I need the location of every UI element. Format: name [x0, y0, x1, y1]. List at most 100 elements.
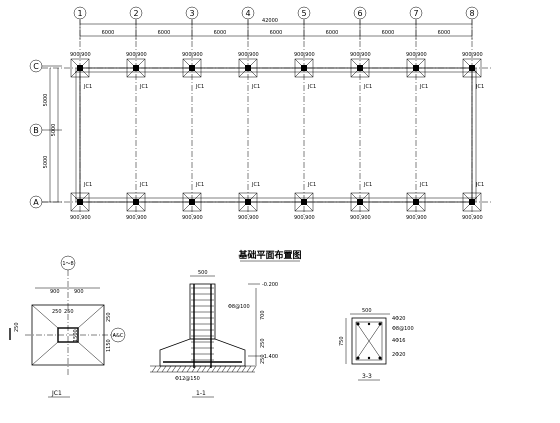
footing-jc1: JC1 900,900 — [406, 182, 428, 221]
row-axes: C B A — [29, 59, 62, 209]
bay-dim: 6000 — [270, 30, 283, 36]
s11-col-width: 500 — [198, 270, 208, 276]
s33-label: 3-3 — [362, 373, 372, 380]
footing-dims: 900,900 — [70, 52, 91, 58]
footing-jc1: JC1 900,900 — [350, 182, 372, 221]
footing-jc1: JC1 900,900 — [238, 182, 260, 221]
building-outline — [75, 67, 477, 203]
footing-dims: 900,900 — [182, 215, 203, 221]
axis-label: 5 — [301, 9, 306, 18]
footing-jc1: JC1 900,900 — [70, 182, 92, 221]
s33-note-1: 4Φ20 — [392, 316, 405, 322]
footing-dims: 900,900 — [406, 52, 427, 58]
s11-level-bottom: -1.400 — [262, 354, 278, 360]
bay-dim: 6000 — [382, 30, 395, 36]
jc1-axis-ac: A&C — [113, 333, 124, 339]
footing-dims: 900,900 — [462, 52, 483, 58]
axis-label: 3 — [189, 9, 194, 18]
axis-label: 2 — [133, 9, 138, 18]
s33-note-2: Φ8@100 — [392, 326, 414, 332]
jc1-label: JC1 — [51, 390, 62, 397]
s33-width: 500 — [362, 308, 372, 314]
footing-dims: 900,900 — [350, 52, 371, 58]
footing-jc1: JC1 900,900 — [294, 182, 316, 221]
detail-jc1: 1～8 900 900 250 250 1500 250 1150 250 A&… — [9, 255, 126, 398]
footing-tag: JC1 — [139, 84, 148, 90]
s11-label: 1-1 — [196, 390, 206, 397]
footing-dims: 900,900 — [238, 52, 259, 58]
axis-label: C — [33, 62, 39, 71]
footing-tag: JC1 — [307, 84, 316, 90]
footing-tag: JC1 — [251, 182, 260, 188]
jc1-dim-top-2: 900 — [74, 289, 84, 295]
footing-jc1: JC1 900,900 — [406, 52, 428, 90]
footing-tag: JC1 — [419, 84, 428, 90]
s33-note-3: 4Φ16 — [392, 338, 405, 344]
jc1-dim-mid-2: 250 — [64, 309, 74, 315]
footing-dims: 900,900 — [406, 215, 427, 221]
left-dimensions: 5000 5000 5000 — [43, 68, 59, 202]
footing-dims: 900,900 — [126, 215, 147, 221]
footing-jc1: JC1 900,900 — [126, 182, 148, 221]
side-dim-2: 5000 — [51, 124, 57, 137]
footing-jc1: JC1 900,900 — [238, 52, 260, 90]
footing-dims: 900,900 — [350, 215, 371, 221]
footing-tag: JC1 — [307, 182, 316, 188]
footing-tag: JC1 — [363, 84, 372, 90]
axis-label: 8 — [469, 9, 474, 18]
footing-tag: JC1 — [251, 84, 260, 90]
s11-dim-2: 250 — [260, 338, 266, 348]
footing-tag: JC1 — [83, 182, 92, 188]
side-dim-3: 5000 — [43, 156, 49, 169]
bay-dim: 6000 — [102, 30, 115, 36]
footing-tag: JC1 — [363, 182, 372, 188]
footing-dims: 900,900 — [294, 215, 315, 221]
footing-tag: JC1 — [139, 182, 148, 188]
bay-dim: 6000 — [158, 30, 171, 36]
s33-note-4: 2Φ20 — [392, 352, 405, 358]
axis-label: B — [33, 126, 39, 135]
side-dim-1: 5000 — [43, 94, 49, 107]
footing-tag: JC1 — [195, 182, 204, 188]
jc1-side-2: 250 — [14, 322, 20, 332]
footing-dims: 900,900 — [70, 215, 91, 221]
overall-dim: 42000 — [262, 18, 278, 24]
jc1-side-3: 1150 — [106, 339, 112, 352]
axis-label: 6 — [357, 9, 362, 18]
footing-jc1: JC1 900,900 — [70, 52, 92, 90]
axis-label: 4 — [245, 9, 250, 18]
footing-dims: 900,900 — [126, 52, 147, 58]
footing-jc1: JC1 900,900 — [126, 52, 148, 90]
footing-tag: JC1 — [475, 84, 484, 90]
section-3-3: 500 750 4Φ20 Φ8@100 4Φ16 2Φ20 3-3 — [339, 308, 414, 381]
plan-title: 基础平面布置图 — [237, 249, 301, 261]
footing-tag: JC1 — [475, 182, 484, 188]
footing-tag: JC1 — [83, 84, 92, 90]
footing-jc1: JC1 900,900 — [294, 52, 316, 90]
axis-label: A — [33, 198, 39, 207]
axis-label: 1 — [77, 9, 82, 18]
bay-dim: 6000 — [326, 30, 339, 36]
footing-dims: 900,900 — [294, 52, 315, 58]
footing-jc1: JC1 900,900 — [462, 52, 484, 90]
footing-dims: 900,900 — [238, 215, 259, 221]
s11-base-note: Φ12@150 — [175, 376, 200, 382]
footing-tag: JC1 — [195, 84, 204, 90]
s33-height: 750 — [339, 336, 345, 346]
footing-tag: JC1 — [419, 182, 428, 188]
bay-dim: 6000 — [438, 30, 451, 36]
s11-rebar-note: Φ8@100 — [228, 304, 250, 310]
jc1-dim-1500: 1500 — [73, 329, 79, 342]
s11-dim-3: 250 — [260, 354, 266, 364]
s11-dim-1: 700 — [260, 310, 266, 320]
axis-label: 7 — [413, 9, 418, 18]
section-1-1: 500 Φ12@150 -0.200 -1.400 Φ8@100 700 250… — [150, 270, 278, 398]
jc1-dim-top-1: 900 — [50, 289, 60, 295]
s11-level-top: -0.200 — [262, 282, 278, 288]
jc1-dim-mid-1: 250 — [52, 309, 62, 315]
